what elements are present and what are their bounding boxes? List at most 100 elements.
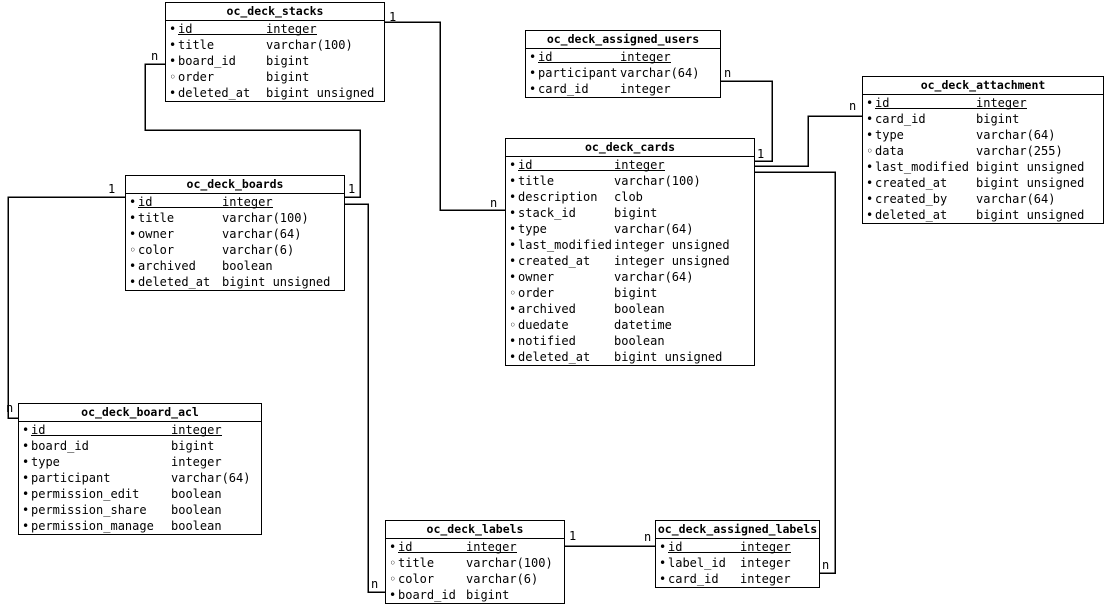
column-type: boolean [171,519,222,533]
required-bullet-icon: • [509,190,517,204]
cardinality-label: 1 [348,182,356,196]
column-type: boolean [222,259,273,273]
column-type: varchar(64) [614,222,694,236]
column-text: owner varchar(64) [518,269,693,285]
required-bullet-icon: • [509,222,517,236]
primary-key-bullet-icon: • [22,423,30,437]
column-type: bigint [614,286,658,300]
column-text: permission_manage boolean [31,518,222,534]
column-name: deleted_at [518,350,591,364]
column-type: bigint unsigned [614,350,723,364]
primary-key-bullet-icon: • [169,22,177,36]
column-type: varchar(64) [614,270,694,284]
cardinality-label: n [6,401,14,415]
column-name: permission_manage [31,519,154,533]
required-bullet-icon: • [866,176,874,190]
required-bullet-icon: • [529,66,537,80]
required-bullet-icon: • [866,112,874,126]
column-name: id [138,195,153,209]
column-name: type [518,222,547,236]
cardinality-label: n [371,577,379,591]
column-type: integer [740,556,791,570]
column-text: order bigint [518,285,657,301]
column-name: participant [538,66,618,80]
required-bullet-icon: • [659,556,667,570]
column-name: owner [518,270,555,284]
column-type: integer [222,195,273,209]
column-name: title [398,556,435,570]
column-type: varchar(64) [222,227,302,241]
entity-title: oc_deck_assigned_labels [656,521,819,539]
column-type: varchar(64) [976,192,1056,206]
column-type: bigint unsigned [266,86,375,100]
column-name: created_by [875,192,948,206]
required-bullet-icon: • [509,254,517,268]
entity-title: oc_deck_attachment [863,77,1103,95]
primary-key-bullet-icon: • [659,540,667,554]
column-name: id [518,158,533,172]
required-bullet-icon: • [866,160,874,174]
column-name: title [518,174,555,188]
column-name: board_id [178,54,236,68]
required-bullet-icon: • [659,572,667,586]
required-bullet-icon: • [389,588,397,602]
column-type: integer [620,82,671,96]
column-name: order [518,286,555,300]
required-bullet-icon: • [866,128,874,142]
cardinality-label: n [490,196,498,210]
column-name: card_id [538,82,589,96]
entity-title: oc_deck_boards [126,176,344,194]
column-name: title [178,38,215,52]
column-name: board_id [398,588,456,602]
column-type: bigint [266,70,310,84]
column-type: varchar(100) [614,174,701,188]
cardinality-label: 1 [389,10,397,24]
required-bullet-icon: • [509,238,517,252]
nullable-bullet-icon: ◦ [389,572,397,586]
column-name: last_modified [875,160,969,174]
column-type: varchar(64) [976,128,1056,142]
column-name: card_id [668,572,719,586]
entity-title: oc_deck_labels [386,521,564,539]
cardinality-label: n [849,99,857,113]
required-bullet-icon: • [129,275,137,289]
column-name: color [138,243,175,257]
